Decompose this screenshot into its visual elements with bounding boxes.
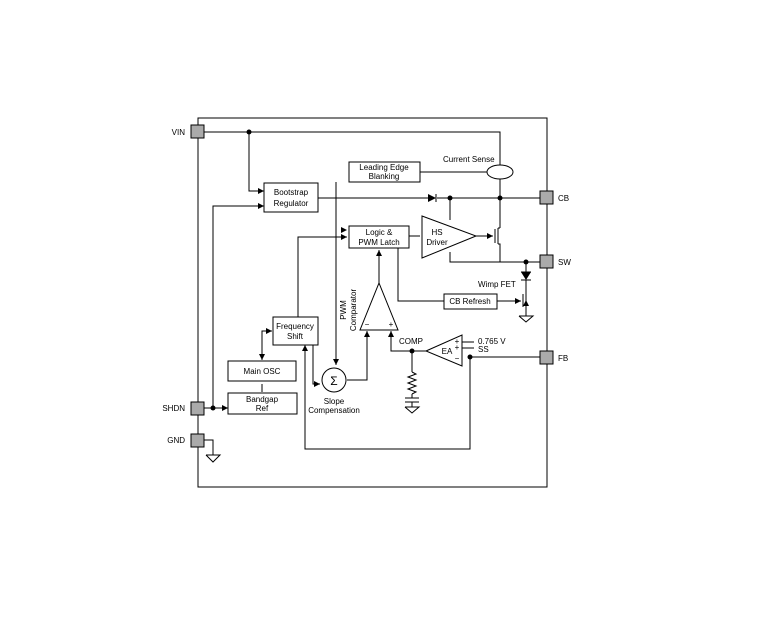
- comparator-minus: −: [365, 320, 370, 329]
- logic-label-1: Logic &: [366, 228, 393, 237]
- current-sense-ellipse: [486, 164, 514, 180]
- vref-label: 0.765 V: [478, 337, 506, 346]
- main-osc-label: Main OSC: [244, 367, 281, 376]
- pwm-comparator-label-2: Comparator: [349, 289, 358, 332]
- cb-refresh-block: [443, 293, 498, 310]
- pin-sw-label: SW: [558, 258, 571, 267]
- pin-vin: [190, 124, 205, 139]
- sigma-symbol: Σ: [330, 374, 337, 388]
- ic-outline: [197, 117, 548, 488]
- leading-edge-label-2: Blanking: [369, 172, 400, 181]
- pin-cb-label: CB: [558, 194, 569, 203]
- slope-compensation-summer: [321, 367, 347, 393]
- cb-refresh-label: CB Refresh: [449, 297, 490, 306]
- bootstrap-label-2: Regulator: [274, 199, 309, 208]
- pin-gnd-label: GND: [167, 436, 185, 445]
- frequency-shift-label-1: Frequency: [276, 322, 314, 331]
- ss-label: SS: [478, 345, 489, 354]
- bootstrap-label-1: Bootstrap: [274, 188, 309, 197]
- ea-plus-2: +: [455, 343, 460, 352]
- pwm-comparator-triangle: [359, 281, 399, 331]
- hs-driver-triangle: [421, 215, 478, 259]
- pin-shdn: [190, 401, 205, 416]
- pin-vin-label: VIN: [172, 128, 186, 137]
- arrowheads: [222, 188, 531, 411]
- error-amplifier-triangle: [424, 334, 463, 367]
- ea-minus: −: [455, 354, 460, 363]
- main-osc-block: [227, 360, 297, 382]
- logic-label-2: PWM Latch: [358, 238, 399, 247]
- comp-label: COMP: [399, 337, 423, 346]
- ea-label: EA: [442, 347, 453, 356]
- slope-compensation-label-2: Compensation: [308, 406, 360, 415]
- wimp-fet-label: Wimp FET: [478, 280, 516, 289]
- bandgap-label-2: Ref: [256, 404, 269, 413]
- slope-compensation-label-1: Slope: [324, 397, 345, 406]
- ea-plus-1: +: [455, 337, 460, 346]
- bandgap-ref-block: [227, 392, 298, 415]
- pwm-comparator-label-1: PWM: [339, 300, 348, 320]
- pin-shdn-label: SHDN: [162, 404, 185, 413]
- frequency-shift-block: [272, 316, 319, 346]
- leading-edge-label-1: Leading Edge: [359, 163, 409, 172]
- pin-sw: [539, 254, 554, 269]
- pin-cb: [539, 190, 554, 205]
- bootstrap-regulator-block: [263, 182, 319, 213]
- pin-gnd: [190, 433, 205, 448]
- bandgap-label-1: Bandgap: [246, 395, 279, 404]
- pin-fb-label: FB: [558, 354, 568, 363]
- hs-driver-label-2: Driver: [426, 238, 448, 247]
- logic-pwm-latch-block: [348, 225, 410, 249]
- current-sense-label: Current Sense: [443, 155, 495, 164]
- frequency-shift-label-2: Shift: [287, 332, 304, 341]
- hs-driver-label-1: HS: [431, 228, 442, 237]
- pin-fb: [539, 350, 554, 365]
- junction-dots: [210, 129, 529, 411]
- leading-edge-blanking-block: [348, 161, 421, 183]
- comparator-plus: +: [389, 320, 394, 329]
